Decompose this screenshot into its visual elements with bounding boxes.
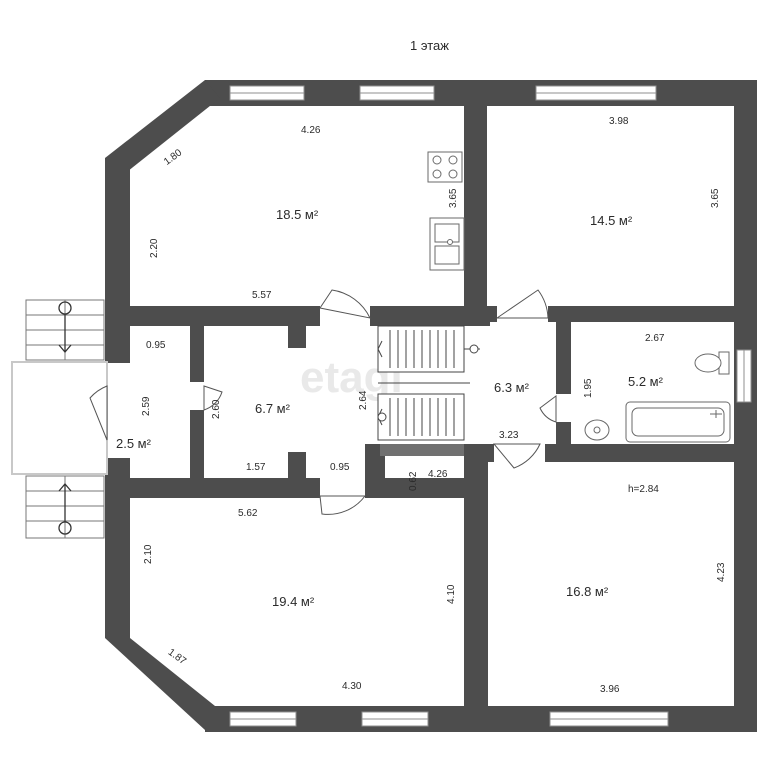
dim-vestibule-top: 0.95 bbox=[146, 340, 166, 351]
dim-hall-right: 2.64 bbox=[358, 390, 369, 410]
dim-kitchen-right: 3.65 bbox=[448, 188, 459, 208]
dim-stair-left: 0.62 bbox=[408, 471, 419, 491]
dim-hall-bottom-right: 0.95 bbox=[330, 462, 350, 473]
dim-living-bottom: 4.30 bbox=[342, 681, 362, 692]
sink-icon bbox=[429, 217, 465, 271]
stair-treads-lower bbox=[389, 398, 455, 436]
room-areas: 18.5 м² 14.5 м² 5.2 м² 2.5 м² 6.7 м² 6.3… bbox=[116, 207, 664, 609]
dim-bathroom-left: 1.95 bbox=[583, 378, 594, 398]
bathtub-icon bbox=[625, 401, 731, 443]
dim-living-left: 2.10 bbox=[143, 544, 154, 564]
dim-hall-bottom-left: 1.57 bbox=[246, 462, 266, 473]
dimensions: 4.26 1.80 2.20 3.65 5.57 3.98 3.65 2.67 … bbox=[141, 116, 727, 695]
living-sw-area: 19.4 м² bbox=[272, 594, 315, 609]
dim-vestibule-right: 2.60 bbox=[211, 399, 222, 419]
dim-room-se-right: 4.23 bbox=[716, 562, 727, 582]
bathroom-area: 5.2 м² bbox=[628, 374, 664, 389]
doors bbox=[89, 289, 557, 515]
stair-hall-area: 6.3 м² bbox=[494, 380, 530, 395]
dim-living-right: 4.10 bbox=[446, 584, 457, 604]
windows bbox=[229, 85, 752, 727]
hall-area: 6.7 м² bbox=[255, 401, 291, 416]
stove-icon bbox=[427, 151, 463, 183]
entrance-porch bbox=[11, 299, 108, 539]
toilet-icon bbox=[694, 351, 730, 375]
washbasin-icon bbox=[584, 419, 610, 441]
dim-stair-bottom-right: 4.26 bbox=[428, 469, 448, 480]
dim-room-se-bottom: 3.96 bbox=[600, 684, 620, 695]
room-se-area: 16.8 м² bbox=[566, 584, 609, 599]
dim-vestibule-left: 2.59 bbox=[141, 396, 152, 416]
dim-bedroom-top: 3.98 bbox=[609, 116, 629, 127]
ceiling-height: h=2.84 bbox=[628, 484, 659, 495]
kitchen-area: 18.5 м² bbox=[276, 207, 319, 222]
vestibule-area: 2.5 м² bbox=[116, 436, 152, 451]
dim-living-diag: 1.87 bbox=[166, 647, 189, 668]
dim-stair-bottom: 3.23 bbox=[499, 430, 519, 441]
dim-bedroom-right: 3.65 bbox=[710, 188, 721, 208]
dim-bathroom-top: 2.67 bbox=[645, 333, 665, 344]
bedroom-ne-area: 14.5 м² bbox=[590, 213, 633, 228]
floor-title: 1 этаж bbox=[410, 38, 449, 53]
dim-kitchen-diag: 1.80 bbox=[162, 147, 185, 168]
stair-treads-upper bbox=[389, 330, 455, 368]
dim-kitchen-bottom: 5.57 bbox=[252, 290, 272, 301]
staircase bbox=[377, 325, 480, 441]
dim-kitchen-top: 4.26 bbox=[301, 125, 321, 136]
dim-kitchen-left: 2.20 bbox=[149, 238, 160, 258]
interior-walls bbox=[105, 80, 736, 732]
dim-living-top: 5.62 bbox=[238, 508, 258, 519]
stair-landing-strip bbox=[380, 444, 464, 456]
